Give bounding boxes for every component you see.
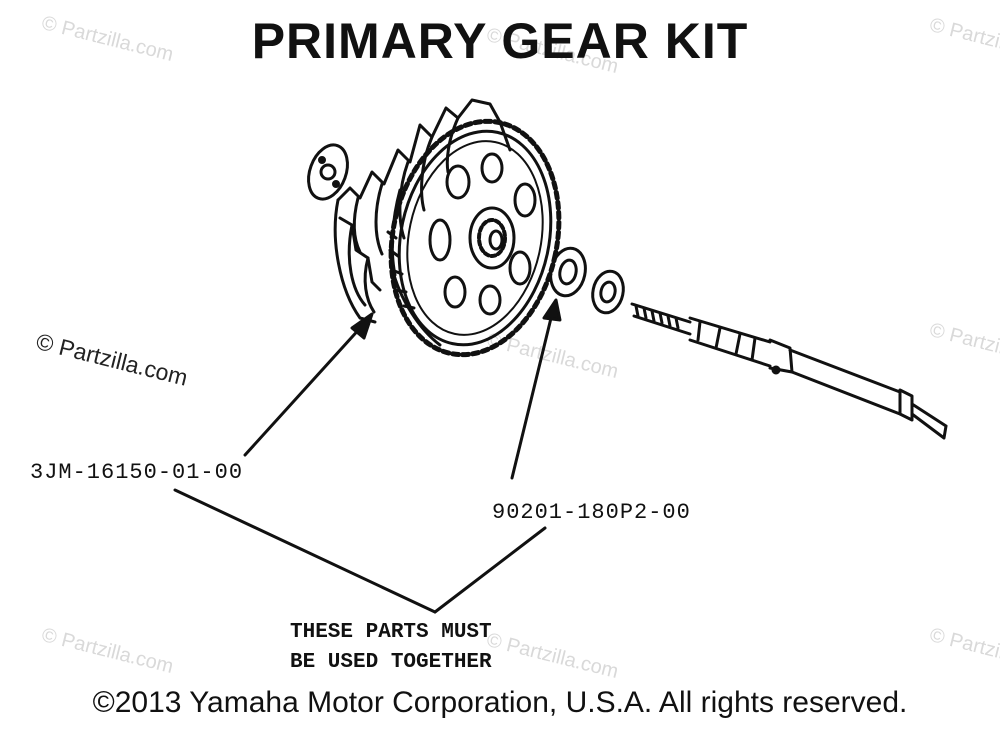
part-number-washer: 90201-180P2-00 <box>492 500 691 525</box>
usage-note-line: BE USED TOGETHER <box>290 651 492 674</box>
diagram-title: PRIMARY GEAR KIT <box>251 13 749 69</box>
copyright-notice: ©2013 Yamaha Motor Corporation, U.S.A. A… <box>92 686 908 719</box>
usage-note-line: THESE PARTS MUST <box>290 621 492 644</box>
clutch-housing <box>333 98 562 358</box>
small-plate <box>307 143 349 201</box>
part-number-housing: 3JM-16150-01-00 <box>30 460 244 485</box>
leader-arrow-washer <box>510 298 562 480</box>
leader-arrow-housing <box>243 312 374 457</box>
transmission-shaft <box>630 302 948 440</box>
grouping-bracket <box>173 488 547 614</box>
usage-note: THESE PARTS MUST BE USED TOGETHER <box>290 618 492 678</box>
thrust-washer <box>591 269 625 315</box>
washer <box>549 246 587 298</box>
